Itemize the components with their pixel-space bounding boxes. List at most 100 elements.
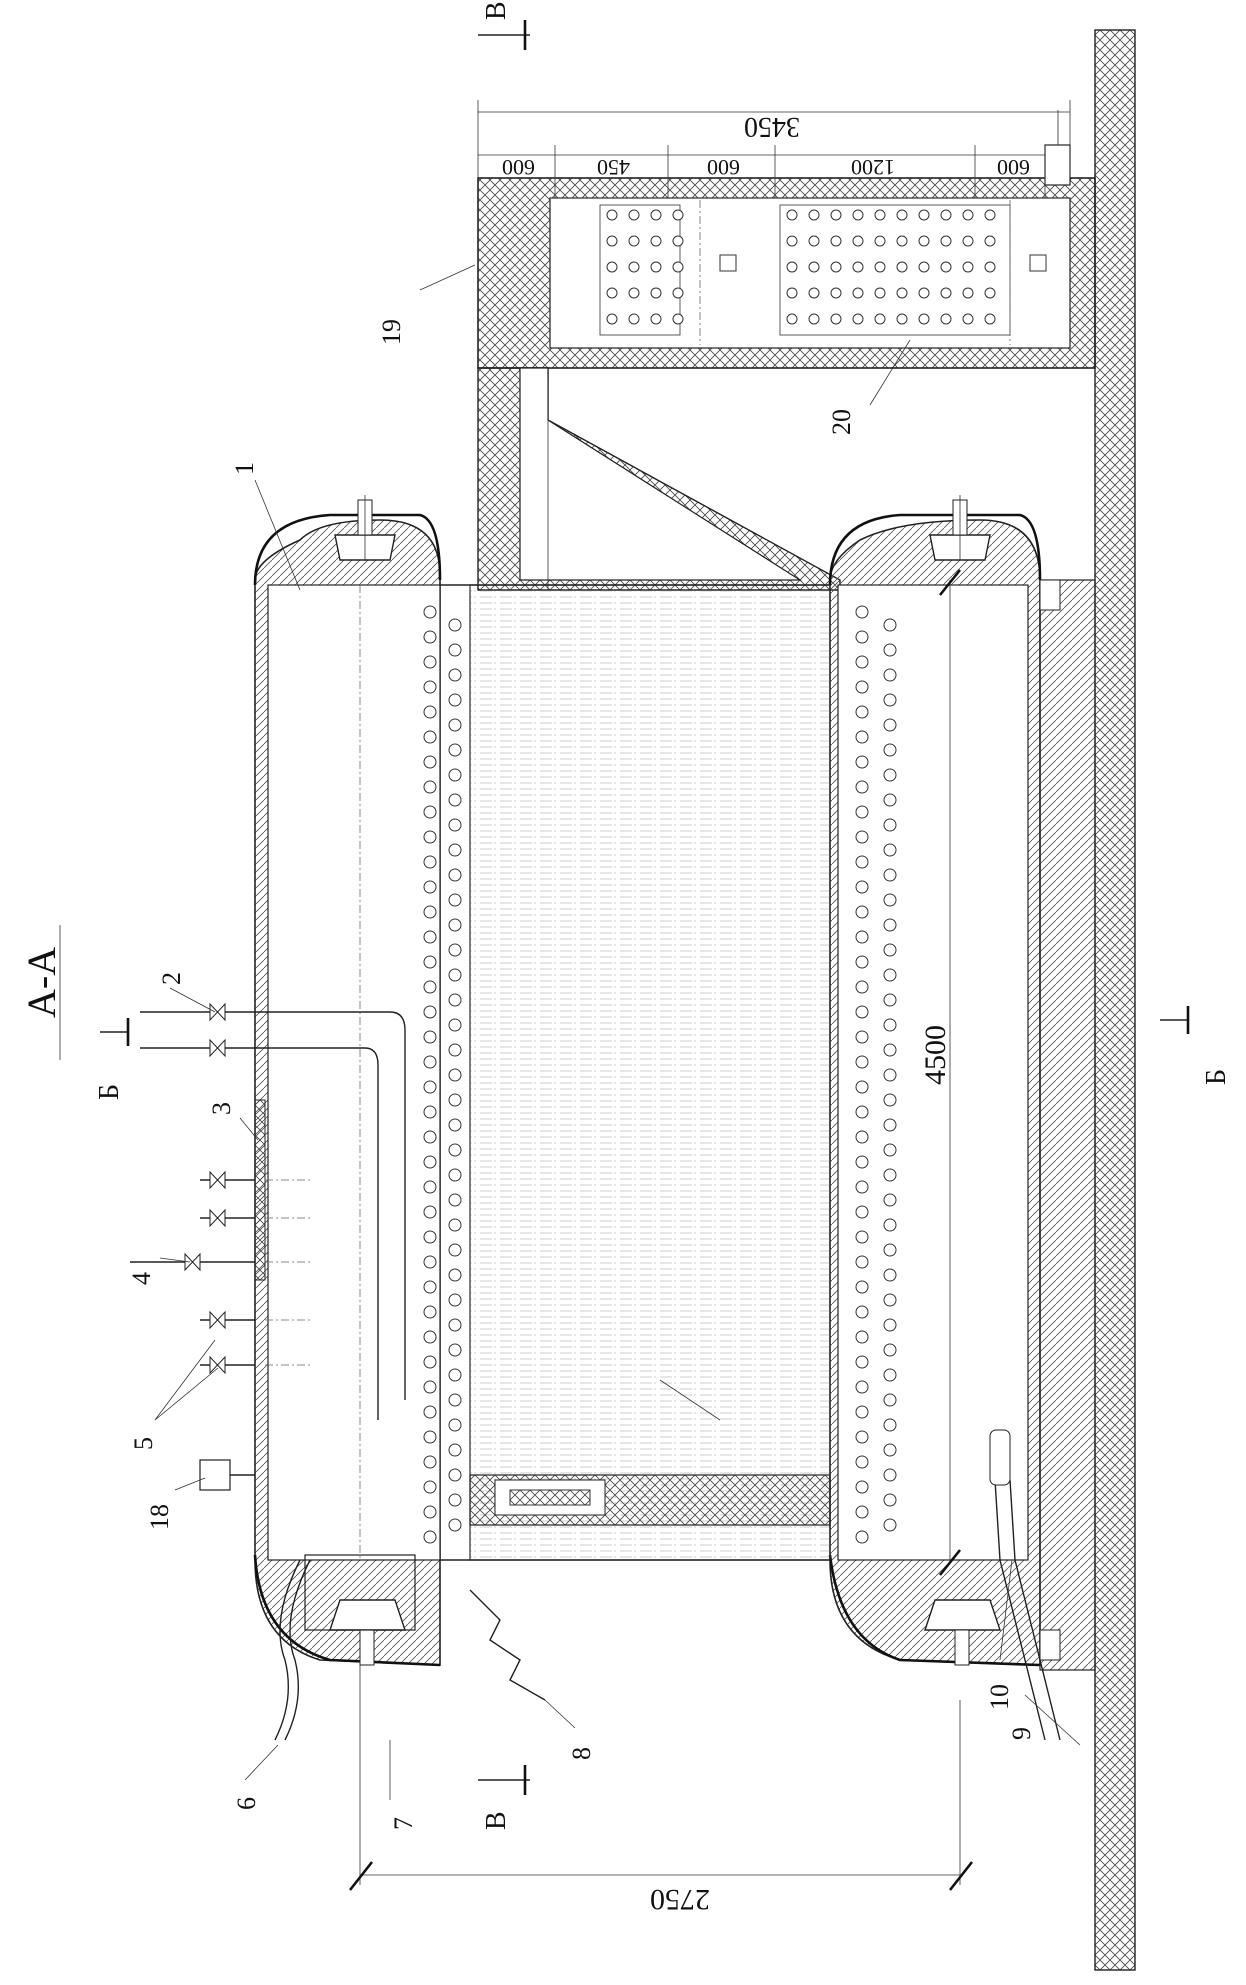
- tube-row-right-outer: [883, 618, 897, 1532]
- tube-circle: [423, 1355, 437, 1369]
- tube-circle: [423, 680, 437, 694]
- tube-circle: [852, 261, 864, 273]
- tube-circle: [606, 261, 618, 273]
- tube-circle: [883, 743, 897, 757]
- tube-circle: [448, 1418, 462, 1432]
- tube-circle: [855, 1480, 869, 1494]
- tube-circle: [855, 1305, 869, 1319]
- tube-circle: [423, 1530, 437, 1544]
- tube-circle: [448, 693, 462, 707]
- tube-circle: [874, 235, 886, 247]
- tube-circle: [918, 209, 930, 221]
- tube-circle: [650, 235, 662, 247]
- part-label-20: 20: [827, 409, 856, 435]
- tube-circle: [423, 1105, 437, 1119]
- tube-circle: [896, 261, 908, 273]
- tube-circle: [883, 1093, 897, 1107]
- tube-circle: [962, 313, 974, 325]
- tube-circle: [786, 261, 798, 273]
- tube-circle: [423, 805, 437, 819]
- part-label-7: 7: [389, 1817, 418, 1830]
- tube-circle: [852, 235, 864, 247]
- tube-circle: [672, 313, 684, 325]
- tube-circle: [855, 755, 869, 769]
- part-label-3: 3: [207, 1102, 236, 1115]
- tube-circle: [423, 1305, 437, 1319]
- tube-row-left-inner: [448, 618, 462, 1532]
- tube-circle: [883, 1418, 897, 1432]
- pipe-8: [469, 1589, 546, 1701]
- section-line-v: [478, 20, 530, 1795]
- tube-circle: [883, 768, 897, 782]
- tube-circle: [855, 980, 869, 994]
- tube-circle: [448, 1193, 462, 1207]
- tube-circle: [808, 261, 820, 273]
- dimension-top-chain: [477, 100, 1071, 198]
- tube-circle: [855, 1080, 869, 1094]
- tube-circle: [423, 1430, 437, 1444]
- tube-circle: [883, 1443, 897, 1457]
- tube-circle: [423, 980, 437, 994]
- tube-circle: [786, 209, 798, 221]
- tube-circle: [855, 1155, 869, 1169]
- tube-circle: [448, 1143, 462, 1157]
- tube-circle: [448, 1293, 462, 1307]
- part-label-6: 6: [232, 1797, 261, 1810]
- tube-circle: [855, 905, 869, 919]
- tube-circle: [830, 313, 842, 325]
- tube-circle: [423, 1130, 437, 1144]
- dimension-label-600-b: 600: [707, 155, 740, 180]
- tube-circle: [855, 730, 869, 744]
- tube-circle: [423, 1455, 437, 1469]
- tube-circle: [855, 780, 869, 794]
- tube-circle: [896, 209, 908, 221]
- tube-circle: [423, 1255, 437, 1269]
- tube-circle: [883, 668, 897, 682]
- section-line-b: [100, 1006, 1190, 1046]
- tube-circle: [855, 1230, 869, 1244]
- section-mark-v-bottom: В: [481, 1811, 512, 1830]
- dimension-4500: [938, 569, 962, 1576]
- tube-circle: [855, 655, 869, 669]
- tube-circle: [883, 993, 897, 1007]
- tube-grid: [786, 209, 996, 325]
- tube-circle: [448, 668, 462, 682]
- dimension-2750: [348, 1660, 974, 1891]
- tube-circle: [423, 655, 437, 669]
- tube-circle: [883, 1143, 897, 1157]
- tube-circle: [855, 680, 869, 694]
- tube-circle: [448, 1368, 462, 1382]
- dimension-label-1200: 1200: [851, 155, 895, 180]
- tube-circle: [423, 880, 437, 894]
- tube-circle: [855, 1405, 869, 1419]
- tube-circle: [855, 955, 869, 969]
- tube-circle: [448, 1168, 462, 1182]
- tube-circle: [855, 1130, 869, 1144]
- tube-circle: [448, 968, 462, 982]
- tube-circle: [855, 855, 869, 869]
- tube-circle: [883, 693, 897, 707]
- tube-circle: [883, 1068, 897, 1082]
- tube-circle: [874, 287, 886, 299]
- tube-circle: [808, 313, 820, 325]
- tube-circle: [883, 818, 897, 832]
- tube-circle: [883, 843, 897, 857]
- tube-circle: [830, 261, 842, 273]
- tube-circle: [855, 1455, 869, 1469]
- tube-circle: [852, 209, 864, 221]
- tube-circle: [448, 1043, 462, 1057]
- tube-circle: [874, 261, 886, 273]
- tube-row-right-inner: [855, 605, 869, 1544]
- tube-circle: [855, 1205, 869, 1219]
- tube-circle: [650, 261, 662, 273]
- part-label-4: 4: [127, 1272, 156, 1285]
- tube-circle: [808, 235, 820, 247]
- tube-circle: [883, 1218, 897, 1232]
- tube-circle: [628, 287, 640, 299]
- tube-circle: [423, 1030, 437, 1044]
- tube-circle: [448, 818, 462, 832]
- tube-circle: [984, 313, 996, 325]
- tube-circle: [855, 1180, 869, 1194]
- tube-circle: [883, 1468, 897, 1482]
- tube-circle: [606, 209, 618, 221]
